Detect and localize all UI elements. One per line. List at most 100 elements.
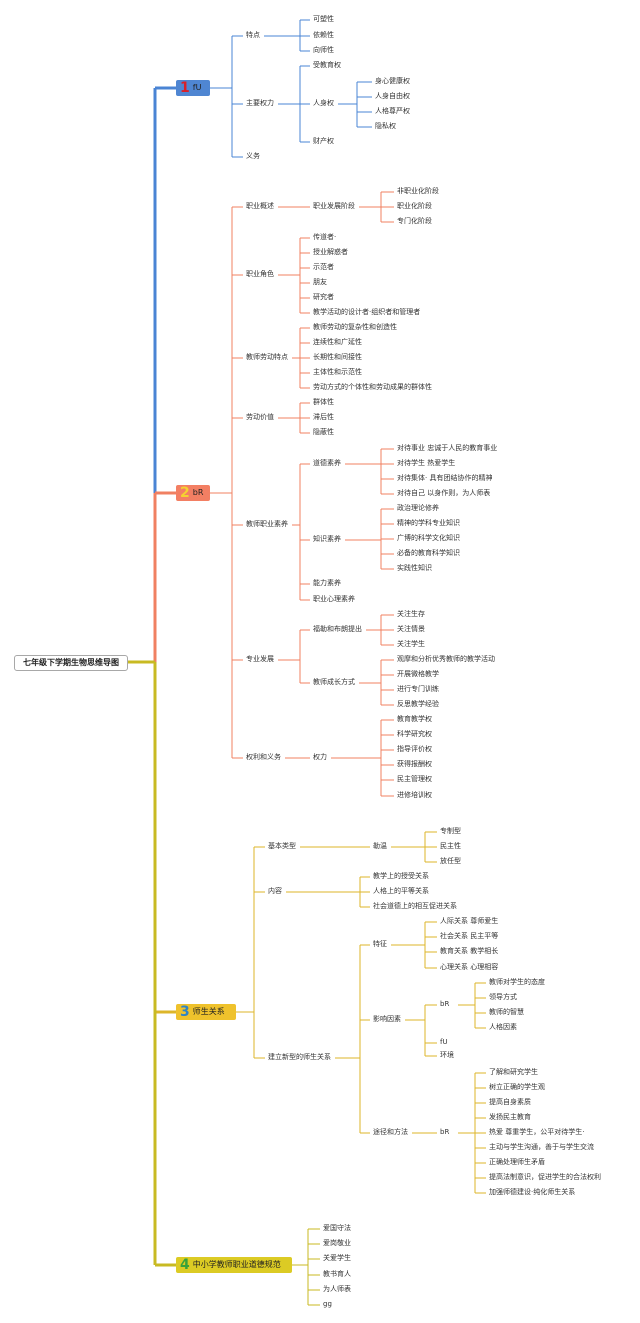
node-2[interactable]: 科学研究权	[397, 730, 432, 738]
node-1[interactable]: 途径和方法	[373, 1128, 408, 1136]
node-0[interactable]: 职业角色	[246, 270, 274, 278]
node-0[interactable]: 教师劳动特点	[246, 353, 288, 361]
node-2[interactable]: 隐私权	[375, 122, 396, 130]
node-3[interactable]: 教师对学生的态度	[489, 978, 545, 986]
node-2[interactable]: 对待集体· 具有团结协作的精神	[397, 474, 493, 482]
node-1[interactable]: 滞后性	[313, 413, 334, 421]
node-2[interactable]: 专门化阶段	[397, 217, 432, 225]
node-3[interactable]: 提高法制意识，促进学生的合法权利	[489, 1173, 601, 1181]
node-2[interactable]: 放任型	[440, 857, 461, 865]
node-1[interactable]: 人格上的平等关系	[373, 887, 429, 895]
node-2[interactable]: 关注学生	[397, 640, 425, 648]
node-0[interactable]: gg	[323, 1300, 332, 1308]
node-1[interactable]: 教师成长方式	[313, 678, 355, 686]
node-0[interactable]: 爱国守法	[323, 1224, 351, 1232]
node-1[interactable]: 群体性	[313, 398, 334, 406]
node-0[interactable]: 建立新型的师生关系	[268, 1053, 331, 1061]
node-2[interactable]: 人际关系 尊师爱生	[440, 917, 499, 925]
node-3[interactable]: 主动与学生沟通，善于与学生交流	[489, 1143, 594, 1151]
node-2[interactable]: 对待学生 热爱学生	[397, 459, 456, 467]
node-2[interactable]: 关注情景	[397, 625, 425, 633]
node-1[interactable]: 教师劳动的复杂性和创造性	[313, 323, 397, 331]
node-1[interactable]: 隐蔽性	[313, 428, 334, 436]
node-1[interactable]: 主体性和示范性	[313, 368, 362, 376]
node-2[interactable]: 反思教学经验	[397, 700, 439, 708]
node-2[interactable]: 民主性	[440, 842, 461, 850]
node-1[interactable]: 示范者	[313, 263, 334, 271]
node-1[interactable]: 福勒和布朗提出	[313, 625, 362, 633]
node-0[interactable]: 教书育人	[323, 1270, 351, 1278]
node-1[interactable]: 受教育权	[313, 61, 341, 69]
root-node[interactable]: 七年级下学期生物思维导图	[14, 655, 128, 671]
node-1[interactable]: 传道者·	[313, 233, 337, 241]
node-2[interactable]: bR	[440, 1128, 450, 1136]
node-3[interactable]: 热爱 尊重学生，公平对待学生·	[489, 1128, 585, 1136]
node-2[interactable]: 政治理论修养	[397, 504, 439, 512]
node-1[interactable]: 劳动方式的个体性和劳动成果的群体性	[313, 383, 432, 391]
node-2[interactable]: 身心健康权	[375, 77, 410, 85]
node-2[interactable]: 环境	[440, 1051, 454, 1059]
node-2[interactable]: 必备的教育科学知识	[397, 549, 460, 557]
node-2[interactable]: 指导评价权	[397, 745, 432, 753]
node-0[interactable]: 劳动价值	[246, 413, 274, 421]
node-2[interactable]: 开展微格教学	[397, 670, 439, 678]
node-2[interactable]: 人身自由权	[375, 92, 410, 100]
node-1[interactable]: 知识素养	[313, 535, 341, 543]
node-1[interactable]: 授业解惑者	[313, 248, 348, 256]
node-1[interactable]: 教学上的授受关系	[373, 872, 429, 880]
node-2[interactable]: 观摩和分析优秀教师的教学活动	[397, 655, 495, 663]
node-0[interactable]: 爱岗敬业	[323, 1239, 351, 1247]
node-3[interactable]: 人格因素	[489, 1023, 517, 1031]
node-1[interactable]: 向师性	[313, 46, 334, 54]
node-2[interactable]: 教育关系 教学相长	[440, 947, 499, 955]
node-1[interactable]: 能力素养	[313, 579, 341, 587]
node-1[interactable]: 财产权	[313, 137, 334, 145]
node-2[interactable]: 对待事业 忠诚于人民的教育事业	[397, 444, 498, 452]
node-1[interactable]: 人身权	[313, 99, 334, 107]
node-1[interactable]: 教学活动的设计者·组织者和管理者	[313, 308, 421, 316]
node-2[interactable]: fU	[440, 1038, 448, 1046]
node-0[interactable]: 权利和义务	[246, 753, 281, 761]
node-1[interactable]: 道德素养	[313, 459, 341, 467]
node-3[interactable]: 了解和研究学生	[489, 1068, 538, 1076]
node-1[interactable]: 依赖性	[313, 31, 334, 39]
node-2[interactable]: 广博的科学文化知识	[397, 534, 460, 542]
node-2[interactable]: bR	[440, 1000, 450, 1008]
node-3[interactable]: 发扬民主教育	[489, 1113, 531, 1121]
node-0[interactable]: 基本类型	[268, 842, 296, 850]
node-1[interactable]: 权力	[313, 753, 327, 761]
node-2[interactable]: 对待自己 以身作则，为人师表	[397, 489, 491, 497]
node-1[interactable]: 长期性和间接性	[313, 353, 362, 361]
node-2[interactable]: 非职业化阶段	[397, 187, 439, 195]
node-0[interactable]: 职业概述	[246, 202, 274, 210]
node-1[interactable]: 特征	[373, 940, 387, 948]
node-2[interactable]: 专制型	[440, 827, 461, 835]
node-2[interactable]: 心理关系 心理相容	[440, 963, 499, 971]
node-0[interactable]: 教师职业素养	[246, 520, 288, 528]
node-1[interactable]: 朋友	[313, 278, 327, 286]
node-3[interactable]: 教师的智慧	[489, 1008, 524, 1016]
node-0[interactable]: 义务	[246, 152, 260, 160]
node-2[interactable]: 教育教学权	[397, 715, 432, 723]
node-1[interactable]: 职业发展阶段	[313, 202, 355, 210]
node-1[interactable]: 职业心理素养	[313, 595, 355, 603]
node-0[interactable]: 专业发展	[246, 655, 274, 663]
node-2[interactable]: 进行专门训练	[397, 685, 439, 693]
node-0[interactable]: 关爱学生	[323, 1254, 351, 1262]
node-0[interactable]: 主要权力	[246, 99, 274, 107]
node-2[interactable]: 社会关系 民主平等	[440, 932, 499, 940]
node-0[interactable]: 内容	[268, 887, 282, 895]
node-2[interactable]: 精神的学科专业知识	[397, 519, 460, 527]
node-1[interactable]: 影响因素	[373, 1015, 401, 1023]
node-1[interactable]: 社会道德上的相互促进关系	[373, 902, 457, 910]
node-3[interactable]: 提高自身素质	[489, 1098, 531, 1106]
node-3[interactable]: 树立正确的学生观	[489, 1083, 545, 1091]
node-1[interactable]: 连续性和广延性	[313, 338, 362, 346]
node-1[interactable]: 勒温	[373, 842, 387, 850]
node-2[interactable]: 实践性知识	[397, 564, 432, 572]
node-1[interactable]: 研究者	[313, 293, 334, 301]
